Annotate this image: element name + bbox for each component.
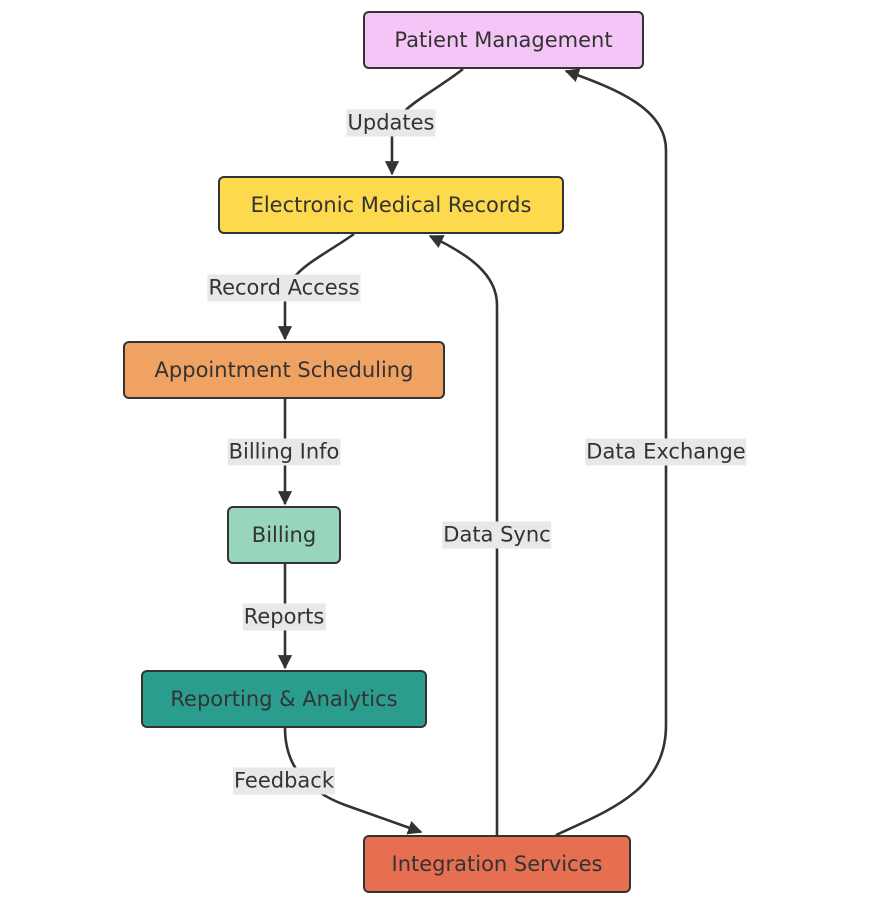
edge-label-record-access: Record Access (207, 274, 361, 302)
billing-node[interactable]: Billing (227, 506, 341, 564)
edge-label-billing-info: Billing Info (227, 438, 341, 466)
edge-label-feedback: Feedback (232, 767, 336, 795)
edge-data-sync (428, 234, 499, 835)
reporting-analytics-node[interactable]: Reporting & Analytics (141, 670, 427, 728)
edge-label-reports: Reports (242, 603, 326, 631)
appointment-scheduling-node[interactable]: Appointment Scheduling (123, 341, 445, 399)
edge-label-updates: Updates (346, 109, 436, 137)
electronic-medical-records-node[interactable]: Electronic Medical Records (218, 176, 564, 234)
edge-data-exchange (555, 68, 668, 837)
edge-label-data-sync: Data Sync (442, 521, 552, 549)
integration-services-node[interactable]: Integration Services (363, 835, 631, 893)
patient-management-node[interactable]: Patient Management (363, 11, 644, 69)
edge-label-data-exchange: Data Exchange (585, 438, 747, 466)
